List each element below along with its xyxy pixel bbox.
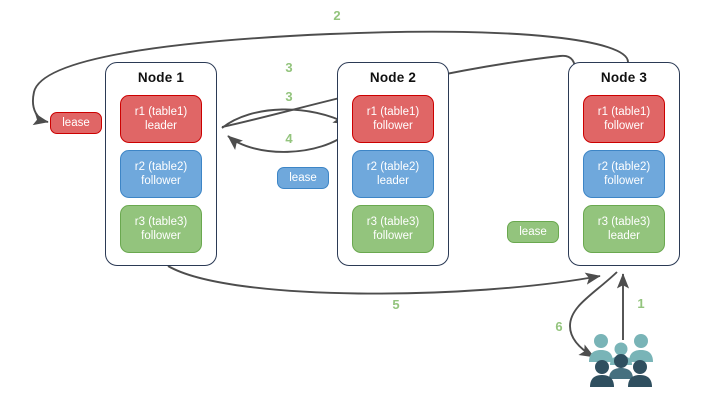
- replica-name: r2 (table2): [134, 161, 188, 173]
- node-title: Node 2: [369, 70, 417, 85]
- replica-name: r1 (table1): [366, 106, 420, 118]
- lease-badge-red[interactable]: lease: [50, 112, 102, 134]
- node-title: Node 3: [600, 70, 648, 85]
- node-panel-2[interactable]: Node 2 r1 (table1) follower r2 (table2) …: [337, 62, 449, 266]
- replica-name: r1 (table1): [597, 106, 651, 118]
- lease-badge-blue[interactable]: lease: [277, 167, 329, 189]
- replica-r3[interactable]: r3 (table3) follower: [352, 205, 434, 253]
- replica-role: follower: [141, 175, 181, 187]
- replica-name: r2 (table2): [366, 161, 420, 173]
- replica-role: follower: [373, 120, 413, 132]
- step-label-3-lower: 3: [285, 89, 293, 104]
- node-panel-1[interactable]: Node 1 r1 (table1) leader r2 (table2) fo…: [105, 62, 217, 266]
- arrow-step-6: [569, 271, 618, 358]
- replica-name: r3 (table3): [134, 216, 188, 228]
- arrow-step-3-lower: [221, 108, 349, 129]
- users-group-icon: [589, 334, 653, 387]
- replica-r1[interactable]: r1 (table1) follower: [583, 95, 665, 143]
- arrow-step-2: [32, 30, 629, 126]
- replica-r1[interactable]: r1 (table1) follower: [352, 95, 434, 143]
- step-label-4: 4: [285, 131, 293, 146]
- replica-role: follower: [604, 120, 644, 132]
- replica-role: follower: [141, 230, 181, 242]
- replica-role: leader: [145, 120, 177, 132]
- node-title: Node 1: [137, 70, 185, 85]
- replica-name: r3 (table3): [597, 216, 651, 228]
- step-label-2: 2: [333, 8, 341, 23]
- replica-r3[interactable]: r3 (table3) leader: [583, 205, 665, 253]
- arrow-step-5: [167, 265, 601, 295]
- replica-role: follower: [604, 175, 644, 187]
- lease-badge-green[interactable]: lease: [507, 221, 559, 243]
- replica-r3[interactable]: r3 (table3) follower: [120, 205, 202, 253]
- replica-role: leader: [608, 230, 640, 242]
- replica-name: r2 (table2): [597, 161, 651, 173]
- replica-role: follower: [373, 230, 413, 242]
- node-panel-3[interactable]: Node 3 r1 (table1) follower r2 (table2) …: [568, 62, 680, 266]
- step-label-1: 1: [637, 296, 645, 311]
- step-label-5: 5: [392, 297, 400, 312]
- replica-name: r3 (table3): [366, 216, 420, 228]
- replica-r2[interactable]: r2 (table2) leader: [352, 150, 434, 198]
- replica-name: r1 (table1): [134, 106, 188, 118]
- step-label-3-upper: 3: [285, 60, 293, 75]
- replica-r2[interactable]: r2 (table2) follower: [583, 150, 665, 198]
- replica-r2[interactable]: r2 (table2) follower: [120, 150, 202, 198]
- step-label-6: 6: [555, 319, 563, 334]
- replica-role: leader: [377, 175, 409, 187]
- replica-r1[interactable]: r1 (table1) leader: [120, 95, 202, 143]
